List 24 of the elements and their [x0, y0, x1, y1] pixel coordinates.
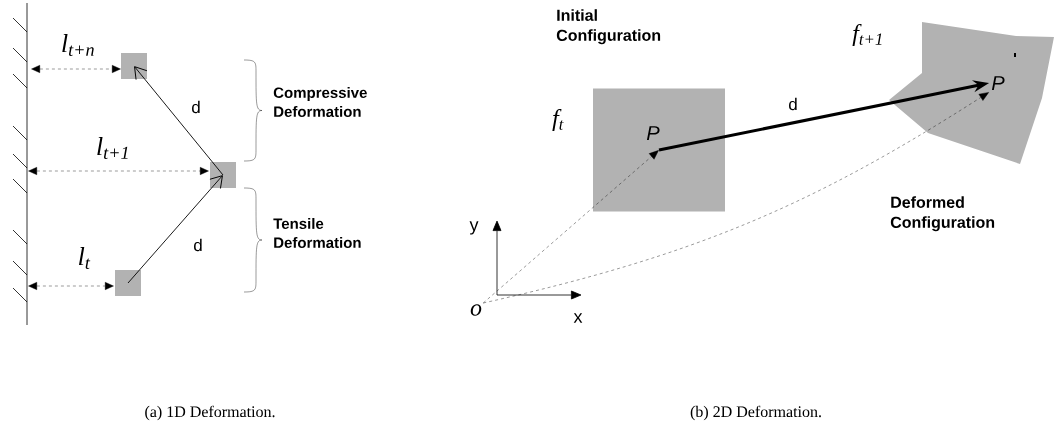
small-square: [115, 270, 141, 296]
brace-label: Compressive Deformation: [273, 87, 367, 117]
caption: (b) 2D Deformation.: [690, 405, 821, 421]
arrow: [127, 175, 223, 284]
shaded-square: P: [593, 88, 725, 212]
arrow: [483, 150, 659, 304]
formula-label: f$_{t}$: [552, 109, 564, 131]
small-square: [121, 53, 147, 79]
heading: Deformed Configuration: [890, 196, 995, 232]
arrow: [134, 66, 224, 176]
heading: Initial Configuration: [556, 9, 661, 45]
edge-label: d: [192, 237, 204, 253]
edge-label: d: [787, 96, 799, 112]
origin-label: o: [470, 304, 482, 316]
axis-label: y: [469, 221, 479, 235]
axis-label: x: [573, 313, 583, 323]
brace-label: Tensile Deformation: [273, 218, 361, 248]
formula-label: l$_{t+1}$: [97, 137, 128, 159]
arrow: [483, 92, 989, 304]
formula-label: l$_{t}$: [79, 247, 91, 269]
formula-label: f$_{t+1}$: [852, 24, 882, 46]
formula-label: l$_{t+n}$: [62, 34, 94, 56]
edge-label: d: [190, 99, 202, 115]
caption: (a) 1D Deformation.: [145, 405, 275, 421]
